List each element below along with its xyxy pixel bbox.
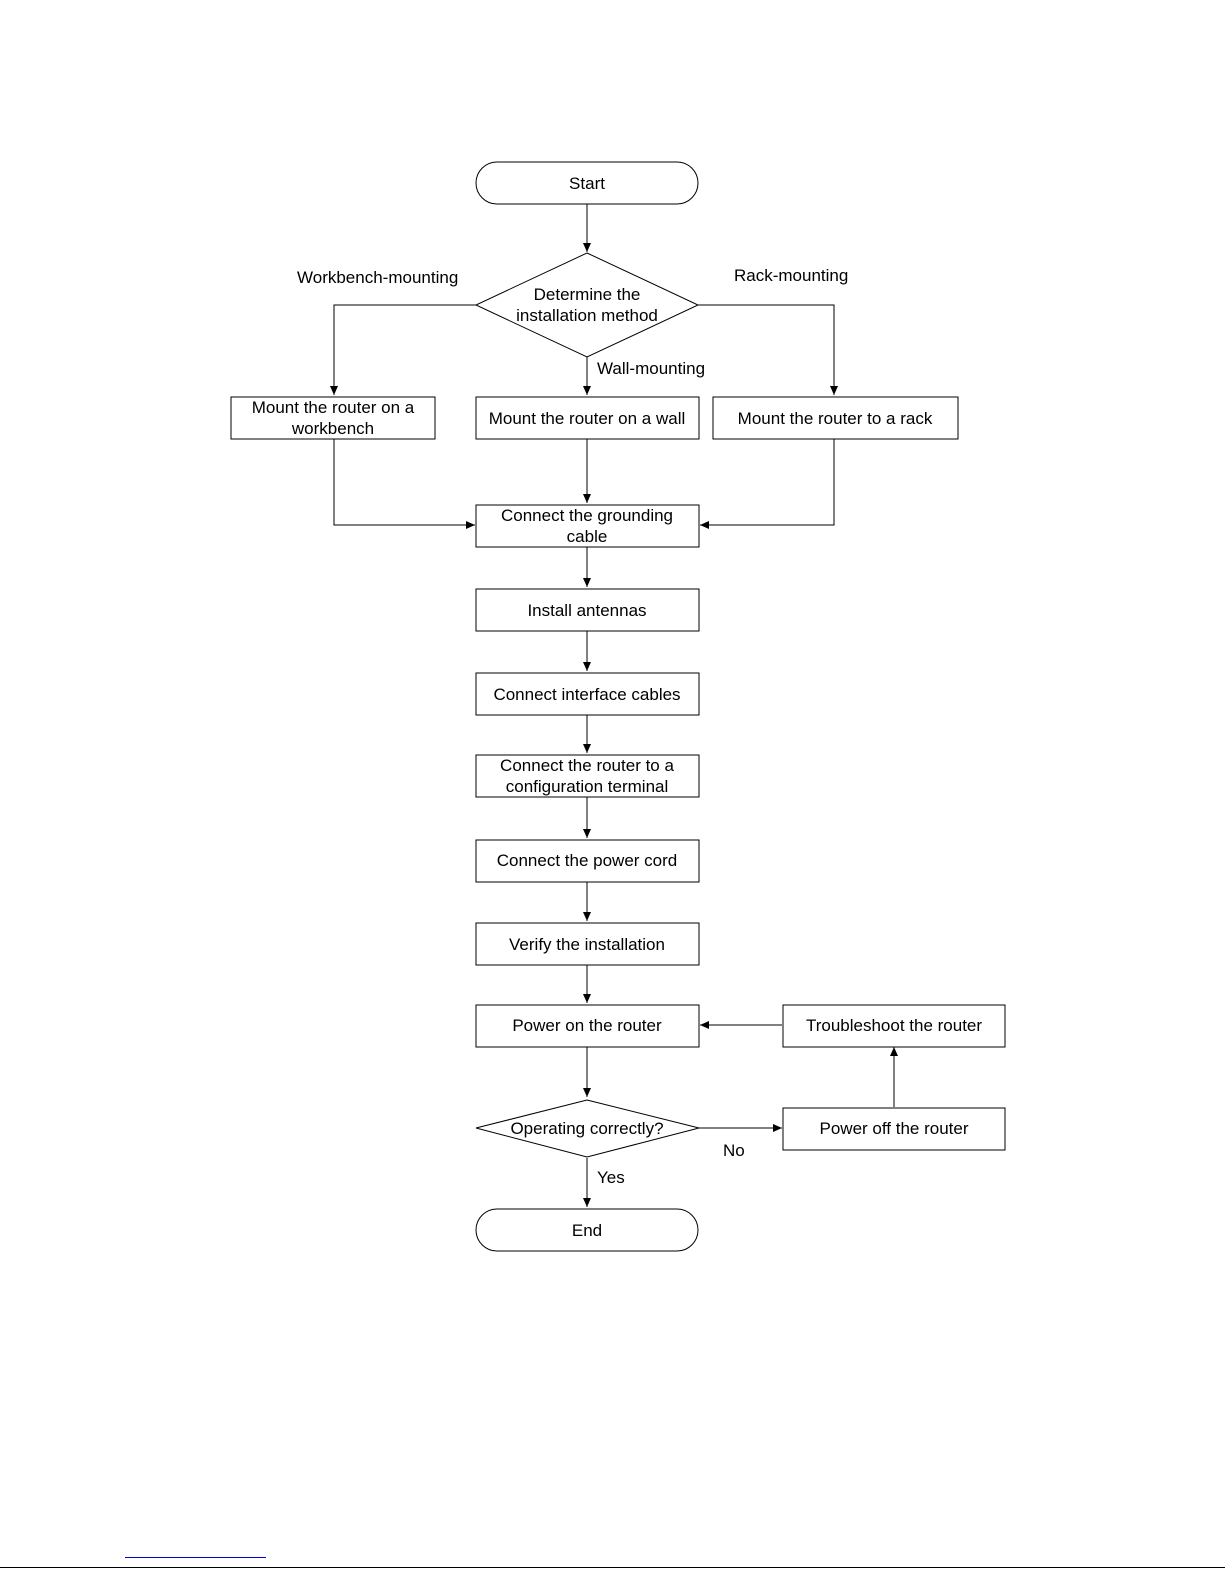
edge-label-no: No	[723, 1141, 745, 1160]
node-power-on: Power on the router	[475, 1004, 700, 1048]
node-grounding-cable-line2: cable	[567, 527, 608, 546]
edge-label-yes: Yes	[597, 1168, 625, 1187]
edge-label-workbench: Workbench-mounting	[297, 268, 458, 287]
node-start-label: Start	[569, 174, 605, 193]
node-end: End	[475, 1208, 699, 1252]
edges	[330, 204, 898, 1207]
edge-workbench-to-ground	[333, 439, 475, 529]
footer-link-underline	[125, 1557, 266, 1558]
node-interface-cables-label: Connect interface cables	[493, 685, 680, 704]
edge-decision-to-workbench	[330, 304, 476, 395]
node-operating-correctly: Operating correctly?	[475, 1099, 700, 1158]
edge-label-wall: Wall-mounting	[597, 359, 705, 378]
node-mount-workbench-line2: workbench	[291, 419, 374, 438]
node-install-antennas: Install antennas	[475, 588, 700, 632]
node-end-label: End	[572, 1221, 602, 1240]
node-mount-wall-label: Mount the router on a wall	[489, 409, 686, 428]
node-start: Start	[475, 161, 699, 205]
node-verify-installation: Verify the installation	[475, 922, 700, 966]
node-power-cord-label: Connect the power cord	[497, 851, 678, 870]
node-power-off-label: Power off the router	[820, 1119, 969, 1138]
edge-rack-to-ground	[700, 439, 835, 529]
node-grounding-cable: Connect the grounding cable	[475, 504, 700, 548]
node-mount-rack: Mount the router to a rack	[712, 396, 959, 440]
footer-rule	[0, 1567, 1225, 1568]
node-operating-correctly-label: Operating correctly?	[510, 1119, 663, 1138]
edge-decision-to-rack	[698, 304, 838, 395]
node-troubleshoot: Troubleshoot the router	[782, 1004, 1006, 1048]
edge-label-rack: Rack-mounting	[734, 266, 848, 285]
node-config-terminal-line2: configuration terminal	[506, 777, 669, 796]
node-verify-installation-label: Verify the installation	[509, 935, 665, 954]
node-power-on-label: Power on the router	[512, 1016, 662, 1035]
node-determine-method-line2: installation method	[516, 306, 658, 325]
node-mount-workbench-line1: Mount the router on a	[252, 398, 415, 417]
node-grounding-cable-line1: Connect the grounding	[501, 506, 673, 525]
node-troubleshoot-label: Troubleshoot the router	[806, 1016, 982, 1035]
node-config-terminal: Connect the router to a configuration te…	[475, 754, 700, 798]
node-power-cord: Connect the power cord	[475, 839, 700, 883]
node-determine-method-line1: Determine the	[534, 285, 641, 304]
node-mount-workbench: Mount the router on a workbench	[230, 396, 436, 440]
node-determine-method: Determine the installation method	[474, 252, 700, 358]
node-config-terminal-line1: Connect the router to a	[500, 756, 674, 775]
edge-labels: Workbench-mounting Rack-mounting Wall-mo…	[297, 266, 848, 1187]
node-mount-rack-label: Mount the router to a rack	[738, 409, 933, 428]
node-install-antennas-label: Install antennas	[527, 601, 646, 620]
node-mount-wall: Mount the router on a wall	[475, 396, 700, 440]
node-interface-cables: Connect interface cables	[475, 672, 700, 716]
node-power-off: Power off the router	[782, 1107, 1006, 1151]
